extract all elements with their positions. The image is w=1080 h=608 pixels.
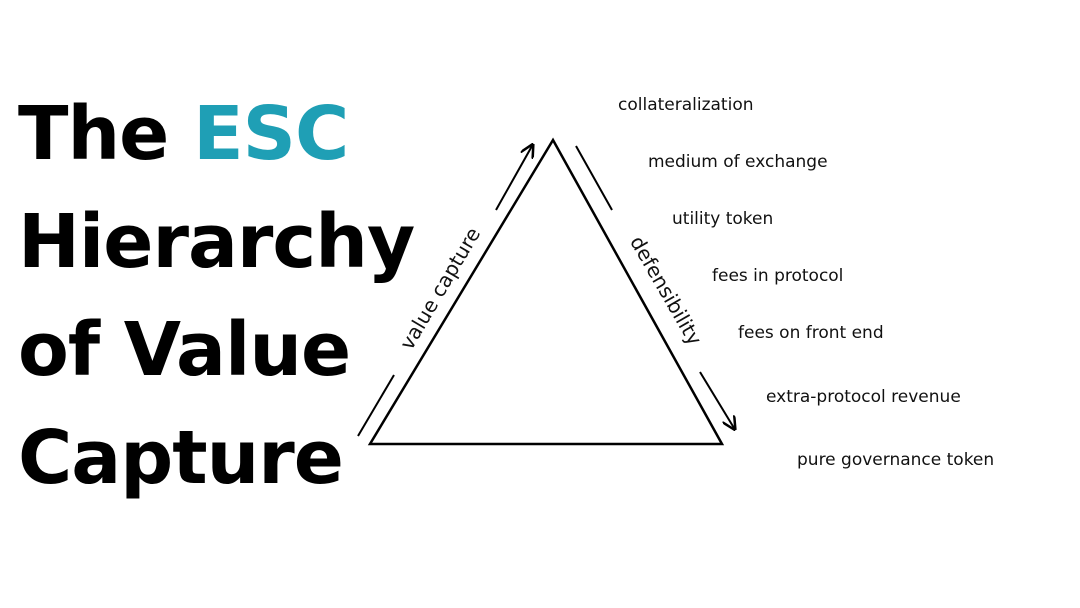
value-capture-arrow-lower: [357, 374, 395, 437]
title-accent-esc: ESC: [193, 91, 349, 177]
page-title: The ESC Hierarchy of Value Capture: [18, 80, 415, 512]
hierarchy-triangle: [367, 137, 725, 446]
title-line-3: of Value: [18, 307, 351, 393]
title-line-4: Capture: [18, 415, 344, 501]
value-capture-arrow-upper: [495, 146, 532, 211]
title-line-2: Hierarchy: [18, 199, 415, 285]
value-capture-label: value capture: [395, 223, 485, 354]
defensibility-arrow-lower: [699, 371, 734, 428]
defensibility-arrow-upper: [575, 145, 613, 211]
title-line-1: The ESC: [18, 80, 414, 188]
title-prefix: The: [18, 91, 194, 177]
